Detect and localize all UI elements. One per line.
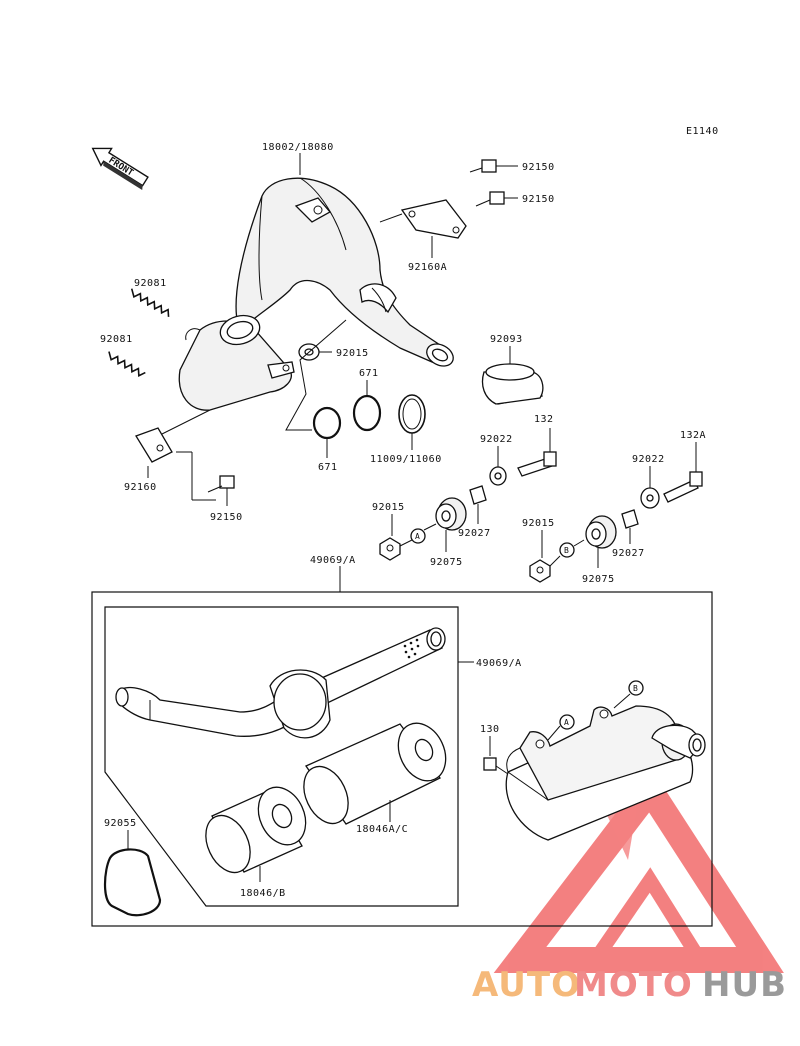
part-label-packing-ac: 18046A/C bbox=[356, 824, 408, 835]
part-label-spring-2: 92081 bbox=[100, 334, 133, 345]
part-label-spring-1: 92081 bbox=[134, 278, 167, 289]
callout-a-1: A bbox=[410, 528, 426, 544]
part-label-silencer-assy-side: 49069/A bbox=[476, 658, 522, 669]
silencer-assembly-inner-frame bbox=[104, 606, 459, 907]
bolt-top-1 bbox=[469, 159, 518, 173]
part-label-packing-b: 18046/B bbox=[240, 888, 286, 899]
part-label-bolt-top-2: 92150 bbox=[522, 194, 555, 205]
gasket-oval bbox=[103, 848, 162, 917]
expansion-chamber bbox=[178, 177, 454, 411]
collar-2 bbox=[621, 509, 639, 544]
part-label-washer-1: 92022 bbox=[480, 434, 513, 445]
svg-text:A: A bbox=[564, 718, 569, 727]
front-arrow-icon: FRONT bbox=[91, 147, 149, 191]
part-label-collar-1: 92027 bbox=[458, 528, 491, 539]
part-label-bolt-132: 132 bbox=[534, 414, 554, 425]
packing-b bbox=[205, 786, 307, 882]
part-label-bracket-left: 92160 bbox=[124, 482, 157, 493]
part-label-nut-2: 92015 bbox=[522, 518, 555, 529]
silencer-assembly-outer-frame bbox=[91, 591, 713, 927]
part-label-bolt-left: 92150 bbox=[210, 512, 243, 523]
part-label-nut-1: 92015 bbox=[372, 502, 405, 513]
spring-1 bbox=[130, 288, 170, 317]
nut-1 bbox=[379, 514, 437, 561]
collar-1 bbox=[469, 485, 487, 524]
packing-ac bbox=[303, 722, 447, 825]
part-label-collar-large: 92093 bbox=[490, 334, 523, 345]
part-label-bolt-top-1: 92150 bbox=[522, 162, 555, 173]
svg-text:A: A bbox=[415, 532, 420, 541]
part-label-bracket-top: 92160A bbox=[408, 262, 447, 273]
silencer-inner-tube bbox=[115, 627, 446, 739]
callout-a-2: A bbox=[547, 714, 575, 741]
watermark-text-moto: MOTO bbox=[574, 965, 693, 1005]
part-label-expansion-chamber: 18002/18080 bbox=[262, 142, 334, 153]
svg-text:B: B bbox=[564, 546, 569, 555]
part-label-o-ring-a: 671 bbox=[318, 462, 338, 473]
bracket-top bbox=[379, 199, 467, 258]
part-label-collar-2: 92027 bbox=[612, 548, 645, 559]
bolt-top-2 bbox=[475, 191, 518, 207]
watermark-text-hub: HUB bbox=[702, 965, 787, 1005]
diagram-code-label: E1140 bbox=[686, 126, 719, 137]
o-ring-a bbox=[312, 406, 342, 440]
callout-b-2: B bbox=[613, 680, 644, 709]
part-label-grommet-1: 92075 bbox=[430, 557, 463, 568]
callout-b-1: B bbox=[559, 542, 575, 558]
part-label-grommet-2: 92075 bbox=[582, 574, 615, 585]
silencer-body bbox=[505, 705, 706, 841]
washer-2 bbox=[640, 466, 660, 509]
bolt-left bbox=[176, 451, 235, 506]
part-label-washer-2: 92022 bbox=[632, 454, 665, 465]
watermark-text-auto: AUTO bbox=[472, 965, 581, 1005]
bolt-132 bbox=[517, 428, 557, 477]
part-label-nut-chamber: 92015 bbox=[336, 348, 369, 359]
collar-large bbox=[481, 363, 544, 405]
nut-2 bbox=[529, 530, 585, 583]
part-label-gasket-oval: 92055 bbox=[104, 818, 137, 829]
part-label-bolt-132a: 132A bbox=[680, 430, 706, 441]
part-label-silencer-assy-top: 49069/A bbox=[310, 555, 356, 566]
bolt-130 bbox=[483, 736, 509, 775]
o-ring-b bbox=[352, 394, 382, 432]
washer-1 bbox=[489, 446, 507, 486]
part-label-bolt-130: 130 bbox=[480, 724, 500, 735]
spring-2 bbox=[108, 351, 146, 377]
grommet-1 bbox=[435, 497, 467, 552]
part-label-o-ring-b: 671 bbox=[359, 368, 379, 379]
svg-text:B: B bbox=[633, 684, 638, 693]
bolt-132a bbox=[663, 442, 703, 503]
grommet-2 bbox=[585, 515, 617, 568]
part-label-gasket-ring: 11009/11060 bbox=[370, 454, 442, 465]
bracket-left bbox=[135, 409, 211, 463]
